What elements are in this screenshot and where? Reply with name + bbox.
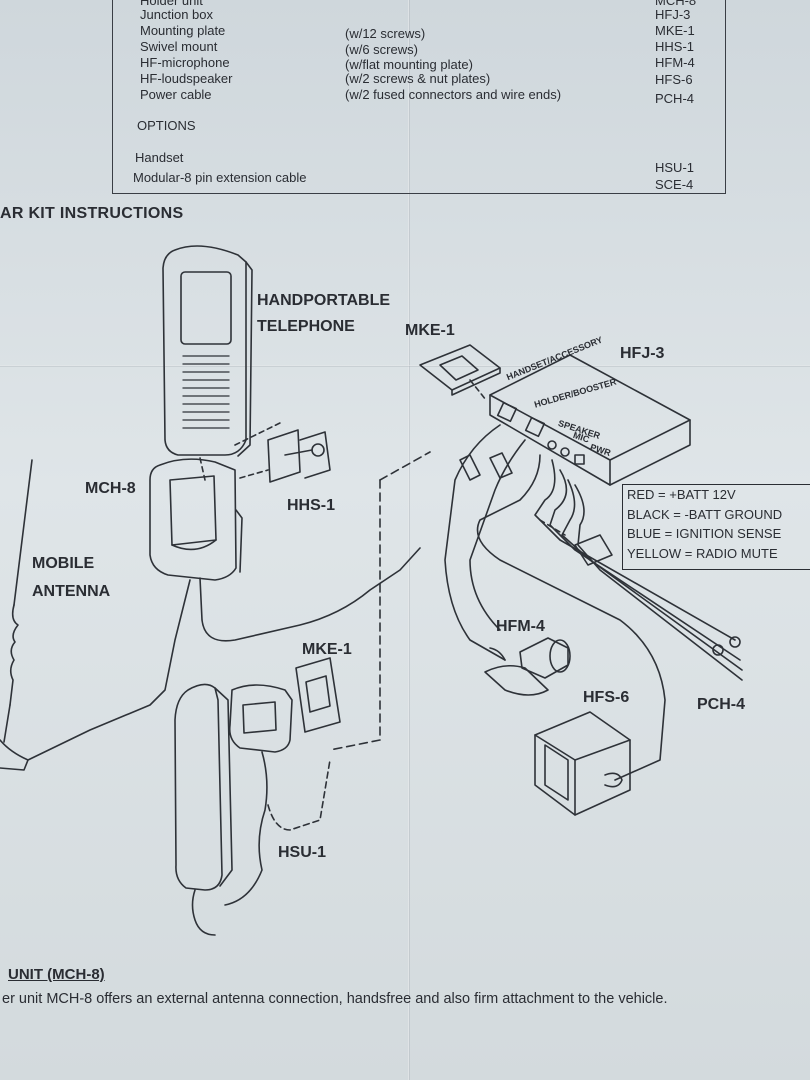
speaker-drawing <box>534 711 631 816</box>
telephone-drawing <box>162 245 283 481</box>
label-hsu1: HSU-1 <box>278 844 327 861</box>
option-name: Handset <box>135 150 184 165</box>
option-code: HSU-1 <box>655 160 695 175</box>
part-name: Mounting plate <box>140 23 226 38</box>
part-code: MCH-8 <box>655 0 697 8</box>
section-title: AR KIT INSTRUCTIONS <box>0 205 184 222</box>
legend-black: BLACK = -BATT GROUND <box>627 506 783 522</box>
label-pch4: PCH-4 <box>697 696 746 713</box>
legend-blue: BLUE = IGNITION SENSE <box>627 526 782 541</box>
part-code: HHS-1 <box>655 39 695 54</box>
mounting-plate-top-drawing <box>419 344 501 401</box>
extension-cable-drawing <box>329 451 431 751</box>
swivel-mount-drawing <box>239 429 331 483</box>
part-name: Junction box <box>140 7 213 22</box>
options-title: OPTIONS <box>137 118 196 133</box>
part-code: HFS-6 <box>655 72 693 87</box>
part-code: PCH-4 <box>655 91 695 106</box>
part-name: Swivel mount <box>140 39 218 54</box>
part-note: (w/2 screws & nut plates) <box>345 71 491 86</box>
part-name: Power cable <box>140 87 212 102</box>
microphone-drawing <box>484 637 571 696</box>
junction-box-drawing <box>489 354 691 486</box>
part-name: HF-microphone <box>140 55 230 70</box>
label-hfm4: HFM-4 <box>496 618 545 635</box>
mounting-plate-bottom-drawing <box>295 657 341 733</box>
wire-color-legend: RED = +BATT 12V BLACK = -BATT GROUND BLU… <box>622 484 810 570</box>
option-name: Modular-8 pin extension cable <box>133 170 307 185</box>
cables-drawing <box>444 424 743 781</box>
label-hhs1: HHS-1 <box>287 497 336 514</box>
handset-drawing <box>174 683 331 936</box>
holder-drawing <box>149 458 421 642</box>
part-note: (w/6 screws) <box>345 42 418 57</box>
footer-paragraph: er unit MCH-8 offers an external antenna… <box>2 991 668 1007</box>
label-mke1-bottom: MKE-1 <box>302 641 352 658</box>
label-telephone: TELEPHONE <box>257 318 355 335</box>
label-hfs6: HFS-6 <box>583 689 630 706</box>
part-code: MKE-1 <box>655 23 695 38</box>
part-name: HF-loudspeaker <box>140 71 233 86</box>
footer-heading: UNIT (MCH-8) <box>8 966 105 983</box>
paper-fold-vertical <box>408 0 410 1080</box>
part-note: (w/12 screws) <box>345 26 426 41</box>
part-note: (w/2 fused connectors and wire ends) <box>345 87 562 102</box>
antenna-drawing <box>0 459 191 771</box>
label-handportable: HANDPORTABLE <box>257 292 391 309</box>
part-name: Holder unit <box>140 0 203 8</box>
parts-list-box <box>112 0 726 194</box>
label-mke1-top: MKE-1 <box>405 322 455 339</box>
legend-yellow: YELLOW = RADIO MUTE <box>627 545 778 561</box>
label-mch8: MCH-8 <box>85 480 136 497</box>
part-note: (w/flat mounting plate) <box>345 57 473 72</box>
part-code: HFM-4 <box>655 55 695 70</box>
label-antenna: ANTENNA <box>32 583 111 600</box>
label-hfj3: HFJ-3 <box>620 345 665 362</box>
label-mobile: MOBILE <box>32 555 95 572</box>
legend-red: RED = +BATT 12V <box>627 487 736 502</box>
option-code: SCE-4 <box>655 177 694 192</box>
part-code: HFJ-3 <box>655 7 691 22</box>
paper-fold-horizontal <box>0 365 810 367</box>
